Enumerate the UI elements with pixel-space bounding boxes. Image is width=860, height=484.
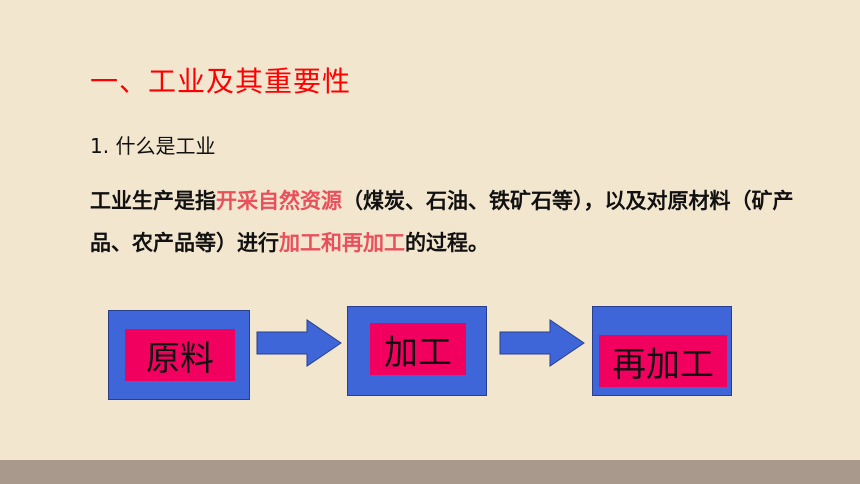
flow-label-reprocessing: 再加工 xyxy=(599,335,727,387)
highlight-mining: 开采自然资源 xyxy=(216,189,342,213)
flow-label-processing: 加工 xyxy=(370,323,466,375)
definition-paragraph: 工业生产是指开采自然资源（煤炭、石油、铁矿石等），以及对原材料（矿产品、农产品等… xyxy=(90,180,835,264)
arrow-right-icon xyxy=(499,319,585,367)
slide-title: 一、工业及其重要性 xyxy=(90,65,352,98)
flow-box-reprocessing: 再加工 xyxy=(592,306,732,396)
arrow-right-icon xyxy=(256,319,342,367)
section-subtitle: 1. 什么是工业 xyxy=(90,134,216,158)
flow-box-raw-material: 原料 xyxy=(108,310,250,400)
highlight-processing: 加工和再加工 xyxy=(279,231,405,255)
paragraph-text-2: （煤炭、石油、铁矿石等），以及对原材料（矿产品、农产品等）进行 xyxy=(90,189,794,255)
flow-label-raw-material: 原料 xyxy=(125,329,235,381)
flow-box-processing: 加工 xyxy=(347,306,487,396)
footer-bar xyxy=(0,460,860,484)
paragraph-text-3: 的过程。 xyxy=(405,231,489,255)
paragraph-text-1: 工业生产是指 xyxy=(90,189,216,213)
